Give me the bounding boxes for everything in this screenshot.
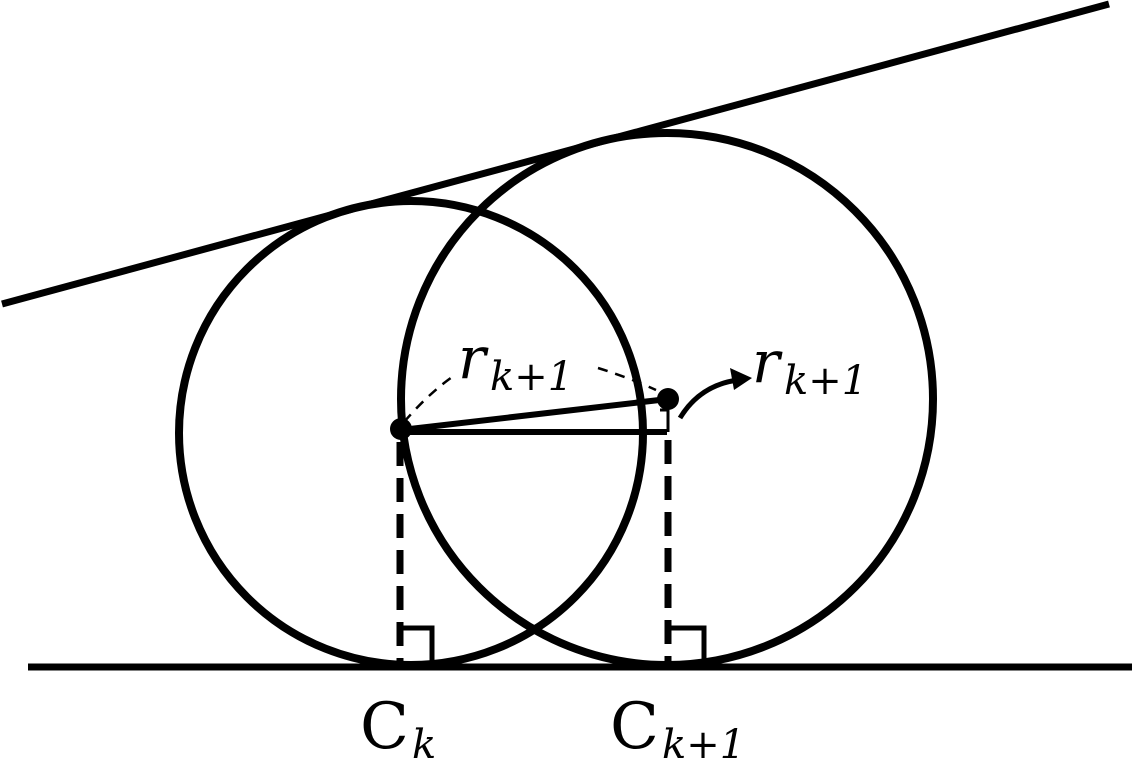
center-dot-k-plus-1 xyxy=(657,388,679,410)
arrow-head-icon xyxy=(730,368,752,390)
small-right-angle-marker xyxy=(660,408,670,432)
dashed-radius-guide xyxy=(403,373,456,423)
center-connector-segment xyxy=(400,396,669,433)
point-label-left: Ck xyxy=(360,690,436,768)
radius-pointer-arrow xyxy=(677,377,739,420)
circle-k-plus-1 xyxy=(397,129,937,669)
dashed-radius-guide-right xyxy=(597,366,657,392)
right-angle-marker-k xyxy=(400,625,435,665)
point-label-right: Ck+1 xyxy=(610,690,745,768)
right-angle-marker-k-plus-1 xyxy=(668,625,707,665)
center-dot-k xyxy=(390,418,412,440)
